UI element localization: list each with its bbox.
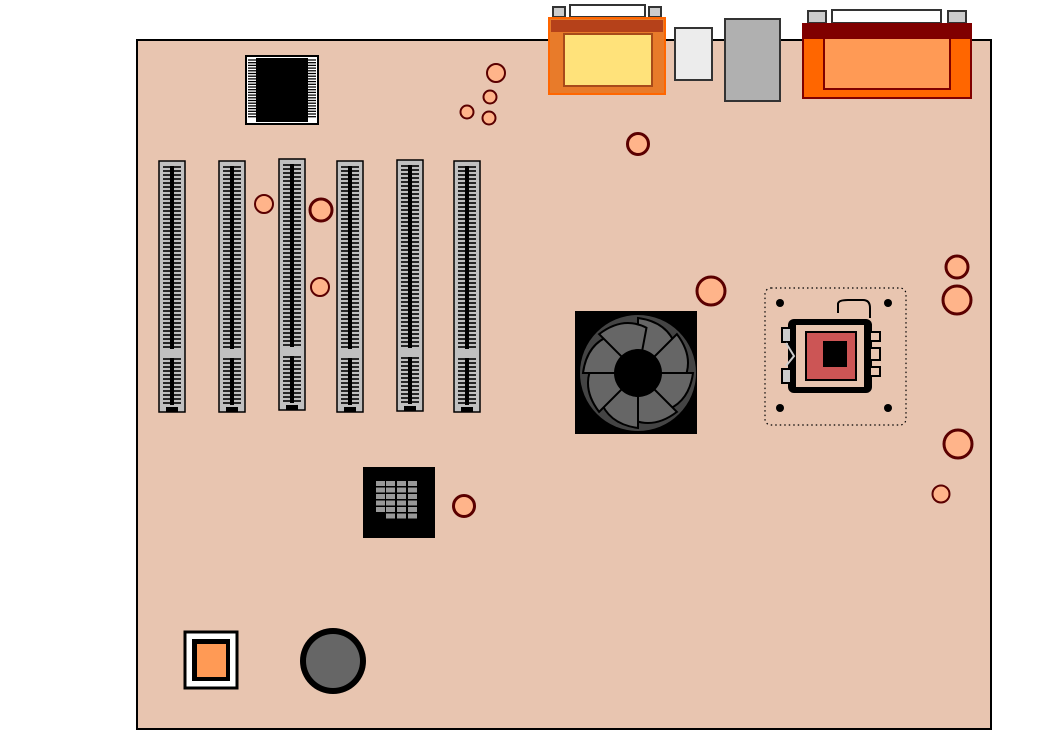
mounting-hole [931, 484, 951, 504]
bios-chip [245, 55, 319, 125]
pci-slots [158, 158, 481, 413]
pci-slot [336, 160, 364, 413]
cpu-socket [764, 287, 907, 426]
mounting-hole [942, 428, 974, 460]
super-io-chip [183, 630, 239, 690]
mounting-hole [254, 194, 274, 214]
mounting-hole [482, 89, 498, 105]
pci-slot [158, 160, 186, 413]
ethernet-port [724, 18, 781, 102]
mounting-hole [459, 104, 475, 120]
mounting-hole [486, 63, 506, 83]
pci-slot [278, 158, 306, 411]
parallel-port [802, 9, 972, 99]
mounting-holes [254, 63, 974, 518]
mounting-hole [944, 254, 970, 280]
mounting-hole [310, 277, 330, 297]
mounting-hole [695, 275, 727, 307]
chipset-fan [575, 311, 697, 434]
mounting-hole [481, 110, 497, 126]
serial-port [548, 4, 666, 95]
cmos-battery [300, 628, 366, 694]
mounting-hole [626, 132, 650, 156]
pci-slot [218, 160, 246, 413]
pci-slot [453, 160, 481, 413]
usb-port [674, 27, 713, 81]
pci-slot [396, 159, 424, 412]
mounting-hole [308, 197, 334, 223]
northbridge-chip [363, 467, 435, 538]
mounting-hole [452, 494, 476, 518]
mounting-hole [941, 284, 973, 316]
